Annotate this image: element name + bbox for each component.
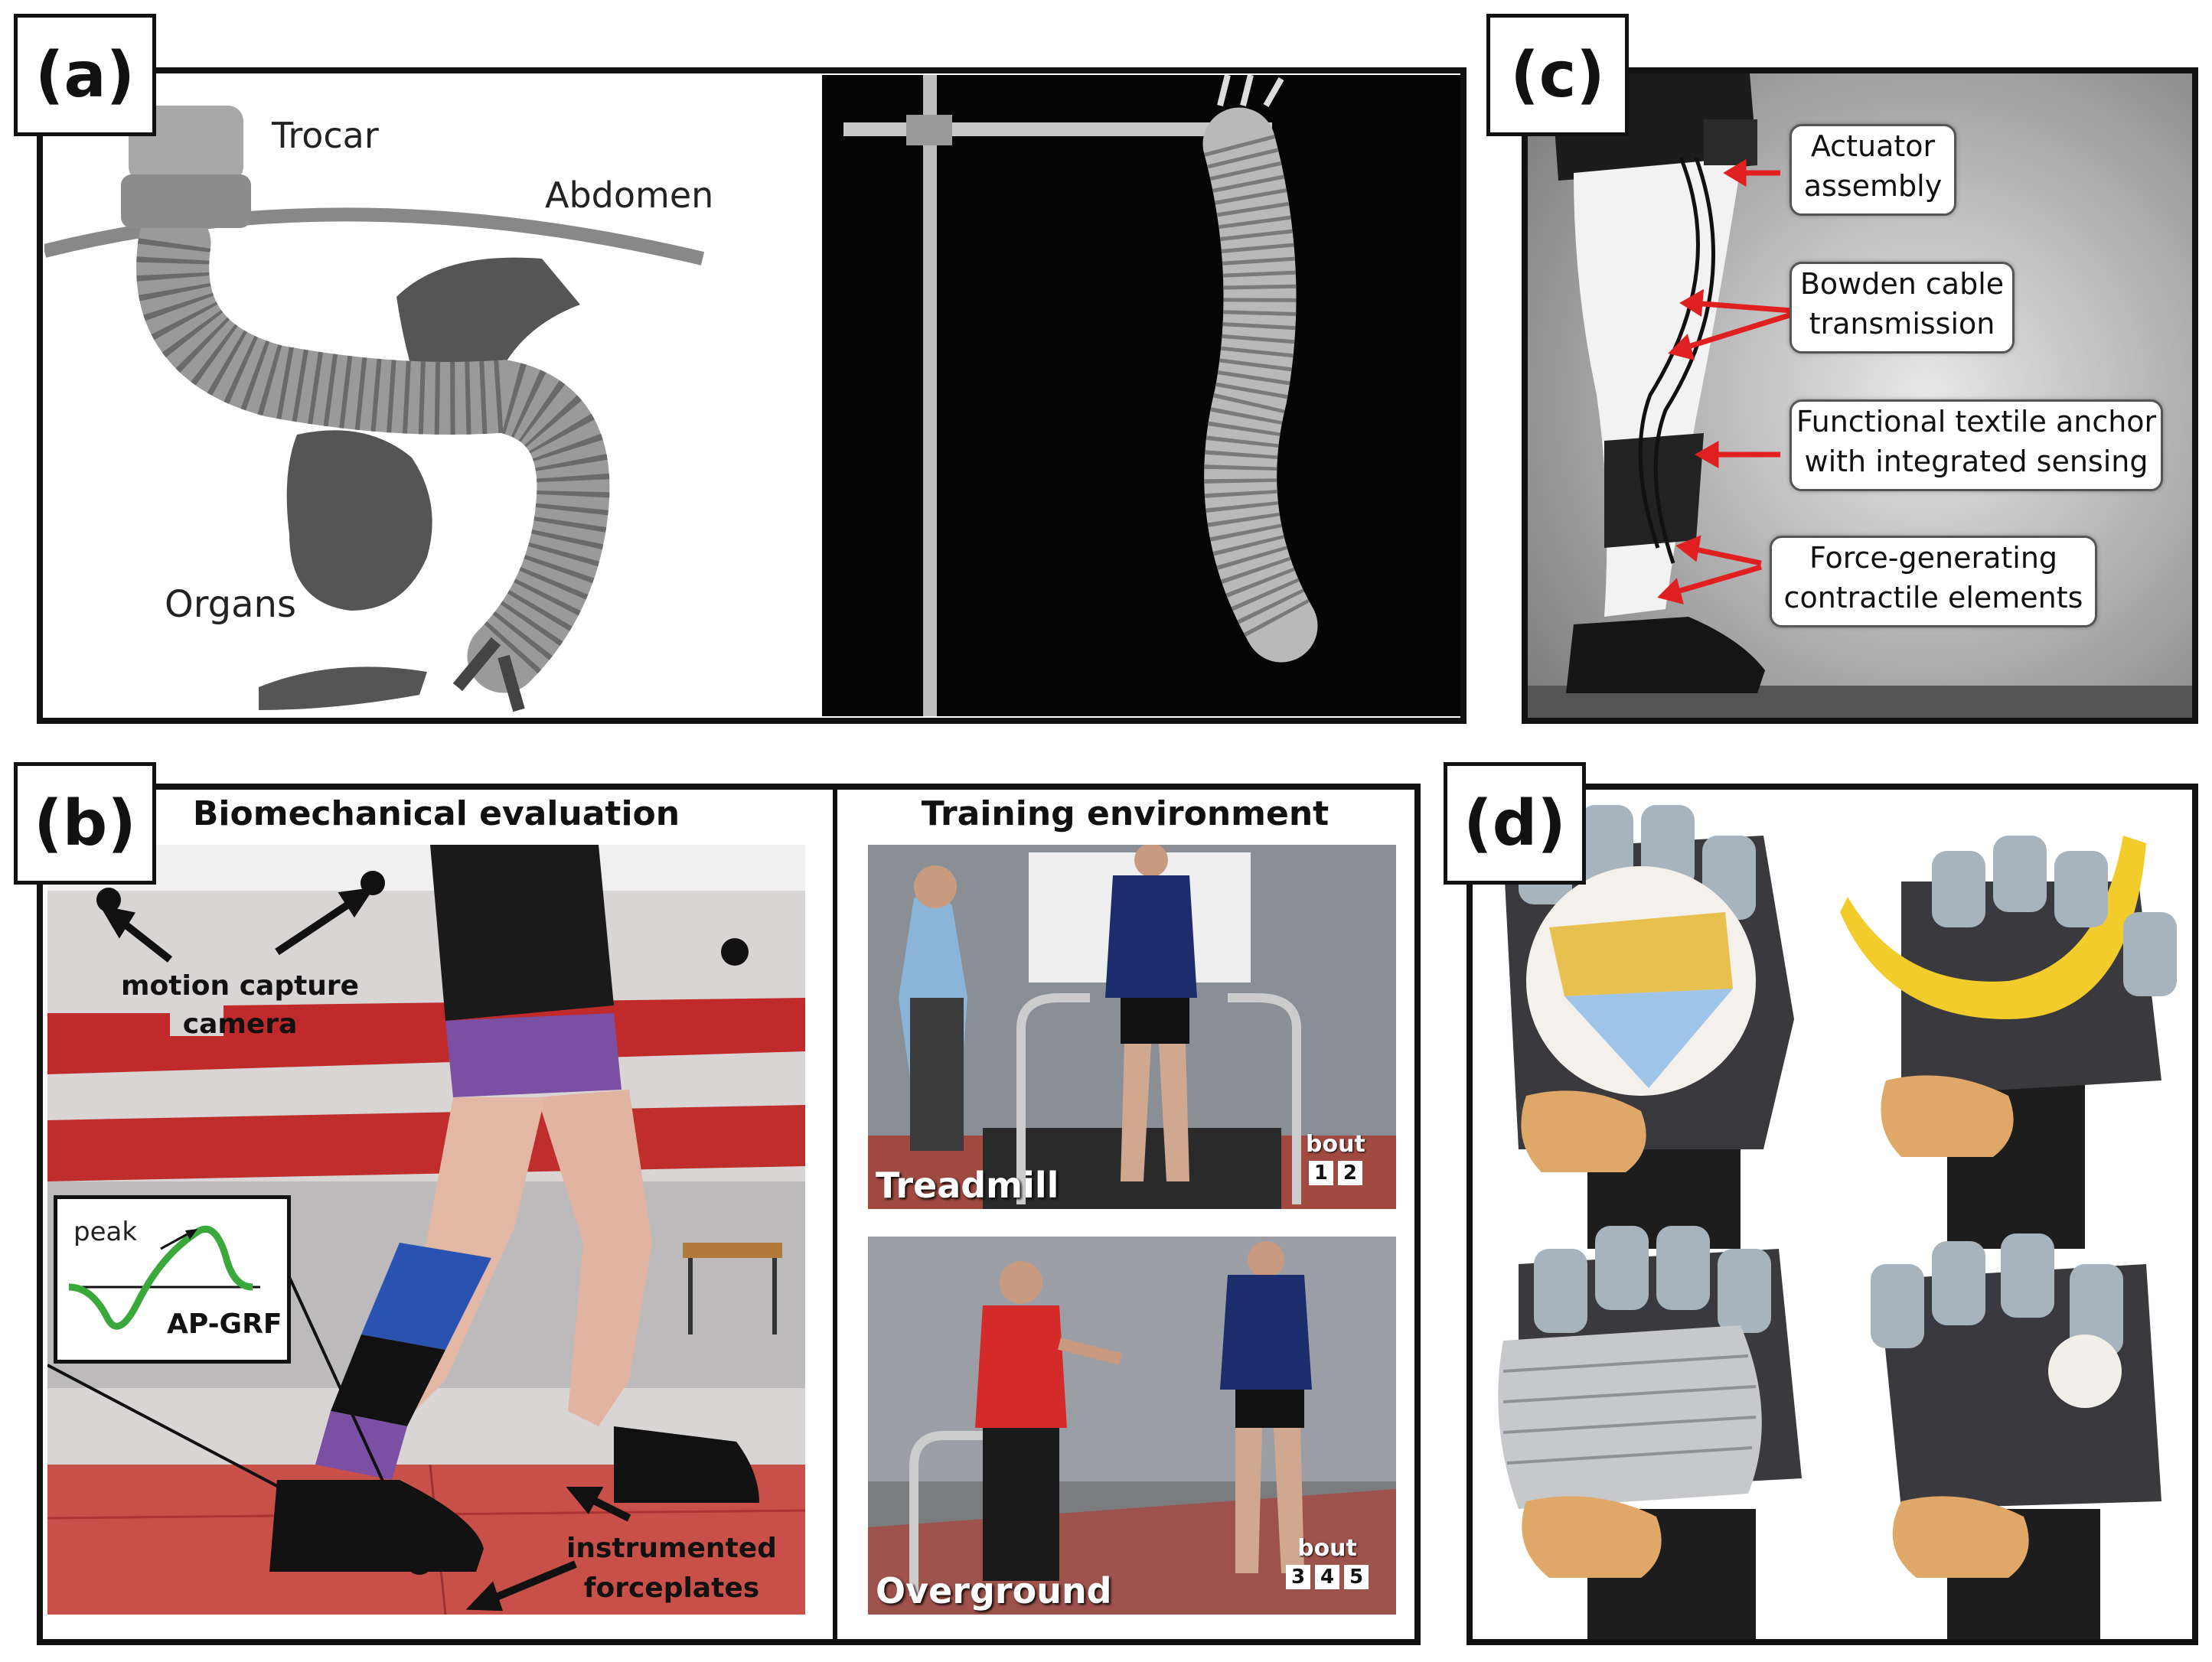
panel-label-a: (a) <box>14 14 156 136</box>
organ-shape <box>259 666 427 710</box>
robot-photo <box>822 75 1460 716</box>
label-treadmill: Treadmill <box>876 1165 1059 1206</box>
label-organs: Organs <box>165 583 296 626</box>
panel-label-d: (d) <box>1444 762 1586 885</box>
thigh-wrap <box>445 1013 622 1097</box>
bout-title: bout <box>1306 1131 1365 1158</box>
panel-label-c: (c) <box>1486 14 1629 136</box>
label-overground: Overground <box>876 1570 1112 1611</box>
gripper-small-ball <box>1871 1233 2161 1639</box>
bout-treadmill: bout 1 2 <box>1306 1131 1365 1185</box>
callout-textile: Functional textile anchor with integrate… <box>1790 399 2163 491</box>
torso <box>430 845 614 1021</box>
gripper-can <box>1498 1226 1802 1639</box>
bout-overground: bout 3 4 5 <box>1286 1535 1369 1589</box>
arrow-bowden-2 <box>1679 311 1793 352</box>
shin-wrap <box>361 1243 491 1350</box>
shoe <box>1566 617 1765 693</box>
label-trocar: Trocar <box>272 115 379 156</box>
overground-photo <box>868 1237 1396 1615</box>
bout-number: 1 <box>1308 1161 1333 1185</box>
calf-wrap <box>1604 433 1704 548</box>
panel-b-divider <box>833 790 837 1639</box>
treadmill-photo <box>868 845 1396 1209</box>
walker <box>1105 875 1197 998</box>
front-shoe <box>269 1480 484 1572</box>
title-training: Training environment <box>921 794 1329 833</box>
callout-actuator: Actuator assembly <box>1790 124 1956 216</box>
back-shoe <box>614 1426 759 1503</box>
label-forceplates: instrumented forceplates <box>566 1533 777 1604</box>
ankle-wrap <box>315 1411 407 1480</box>
robot-gripper <box>452 637 525 712</box>
label-ap-grf: AP-GRF <box>167 1308 282 1340</box>
label-motion-capture: motion capture camera <box>121 970 360 1040</box>
walker-overground <box>1220 1275 1312 1390</box>
organ-shape <box>286 430 432 611</box>
callout-bowden: Bowden cable transmission <box>1790 262 2015 354</box>
gripper-banana <box>1840 836 2177 1249</box>
arrow-contractile-2 <box>1669 564 1762 597</box>
title-biomechanical: Biomechanical evaluation <box>192 794 680 833</box>
label-abdomen: Abdomen <box>545 174 714 216</box>
arrow-contractile-1 <box>1688 545 1762 566</box>
stand-pole <box>923 75 937 716</box>
bowden-cable <box>1638 157 1700 549</box>
arrow-forceplate-2 <box>482 1560 577 1606</box>
bout-number: 4 <box>1315 1565 1339 1589</box>
bout-number: 2 <box>1337 1161 1362 1185</box>
soft-gripper-photos <box>1473 790 2192 1639</box>
camera-icon <box>721 938 749 966</box>
back-leg <box>537 1090 652 1426</box>
ap-grf-inset <box>54 1195 291 1364</box>
gripper-ball <box>1503 805 1794 1249</box>
laparoscopic-illustration <box>44 75 817 716</box>
panel-label-b: (b) <box>14 762 156 885</box>
arrow-bowden-1 <box>1692 300 1793 314</box>
abdomen-wall <box>44 207 705 266</box>
ap-grf-curve <box>68 1225 260 1330</box>
bout-number: 3 <box>1286 1565 1310 1589</box>
label-peak: peak <box>73 1217 138 1247</box>
bout-title: bout <box>1297 1535 1357 1562</box>
callout-contractile: Force-generating contractile elements <box>1770 536 2097 627</box>
trainer-red <box>975 1305 1067 1428</box>
bout-number: 5 <box>1344 1565 1369 1589</box>
arrow-camera-2 <box>275 895 360 956</box>
trocar-shape <box>129 106 243 182</box>
actuator <box>1704 119 1757 165</box>
